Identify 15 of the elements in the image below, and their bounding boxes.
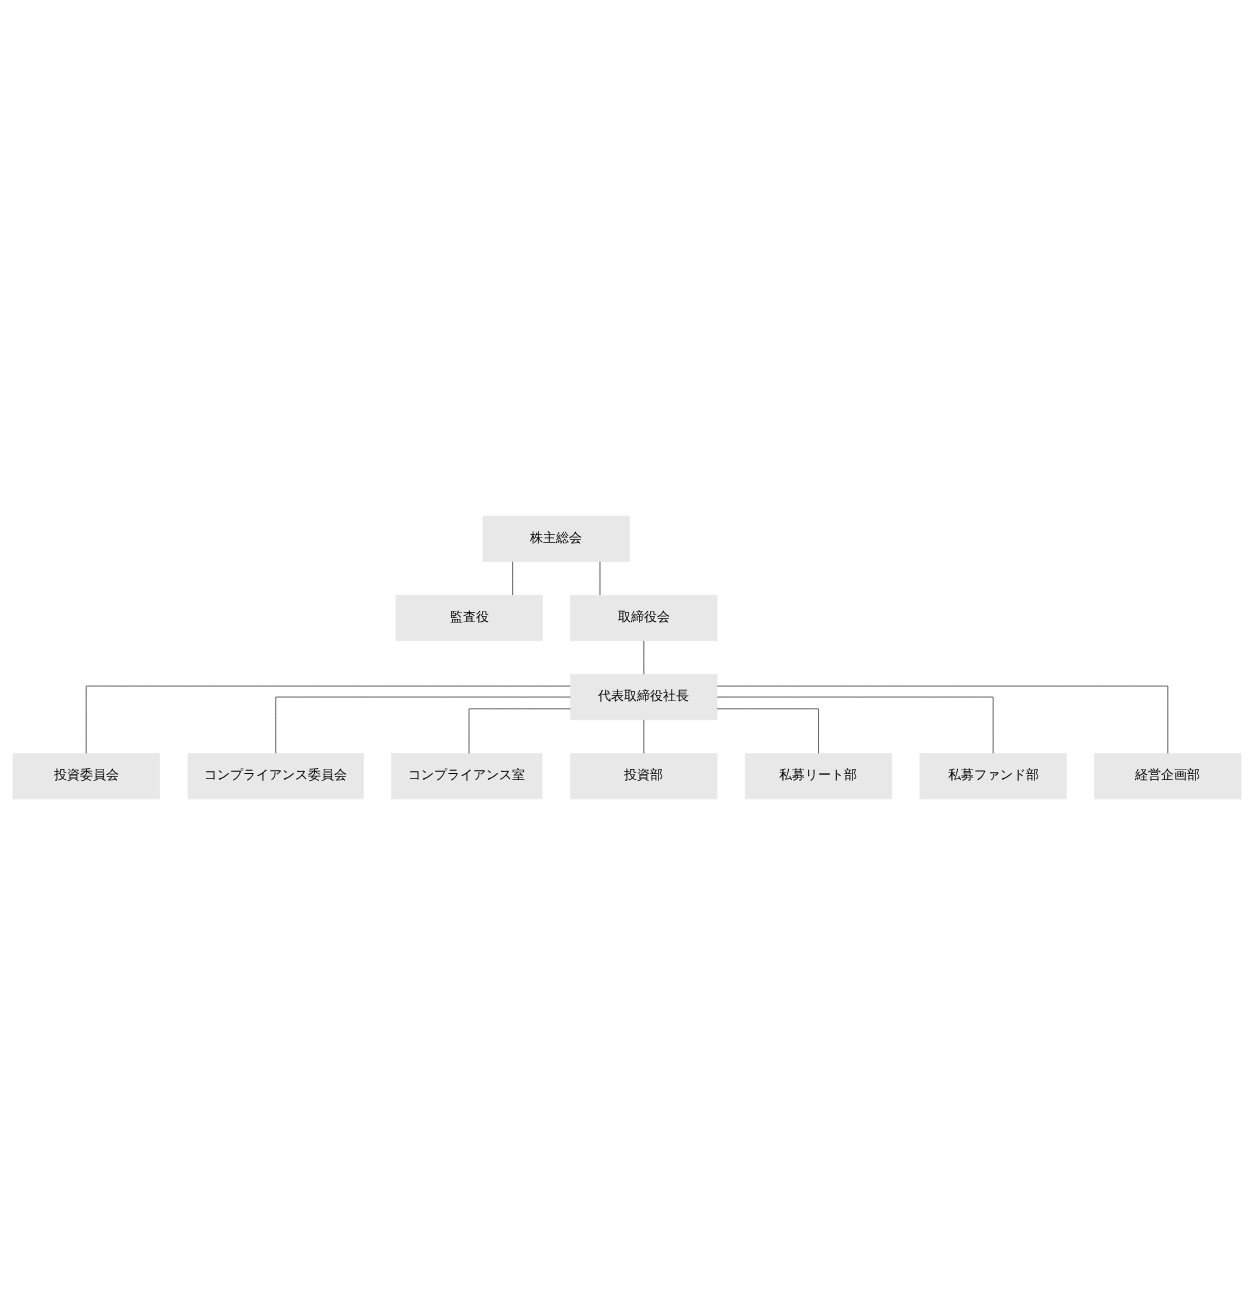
node-box: 代表取締役社長 bbox=[570, 673, 718, 721]
node-box: 株主総会 bbox=[482, 515, 630, 562]
node-box: 投資委員会 bbox=[12, 753, 160, 800]
connector bbox=[275, 696, 571, 754]
node-box: 経営企画部 bbox=[1094, 753, 1242, 800]
node-box: 私募ファンド部 bbox=[919, 753, 1067, 800]
node-box: コンプライアンス室 bbox=[391, 753, 543, 800]
node-box: 監査役 bbox=[395, 594, 543, 642]
connector bbox=[716, 685, 1169, 754]
node-box: 私募リート部 bbox=[744, 753, 893, 800]
node-box: コンプライアンス委員会 bbox=[187, 753, 364, 800]
connector bbox=[512, 561, 514, 596]
node-box: 投資部 bbox=[570, 753, 718, 800]
node-box: 取締役会 bbox=[570, 594, 718, 642]
connector bbox=[716, 708, 819, 754]
